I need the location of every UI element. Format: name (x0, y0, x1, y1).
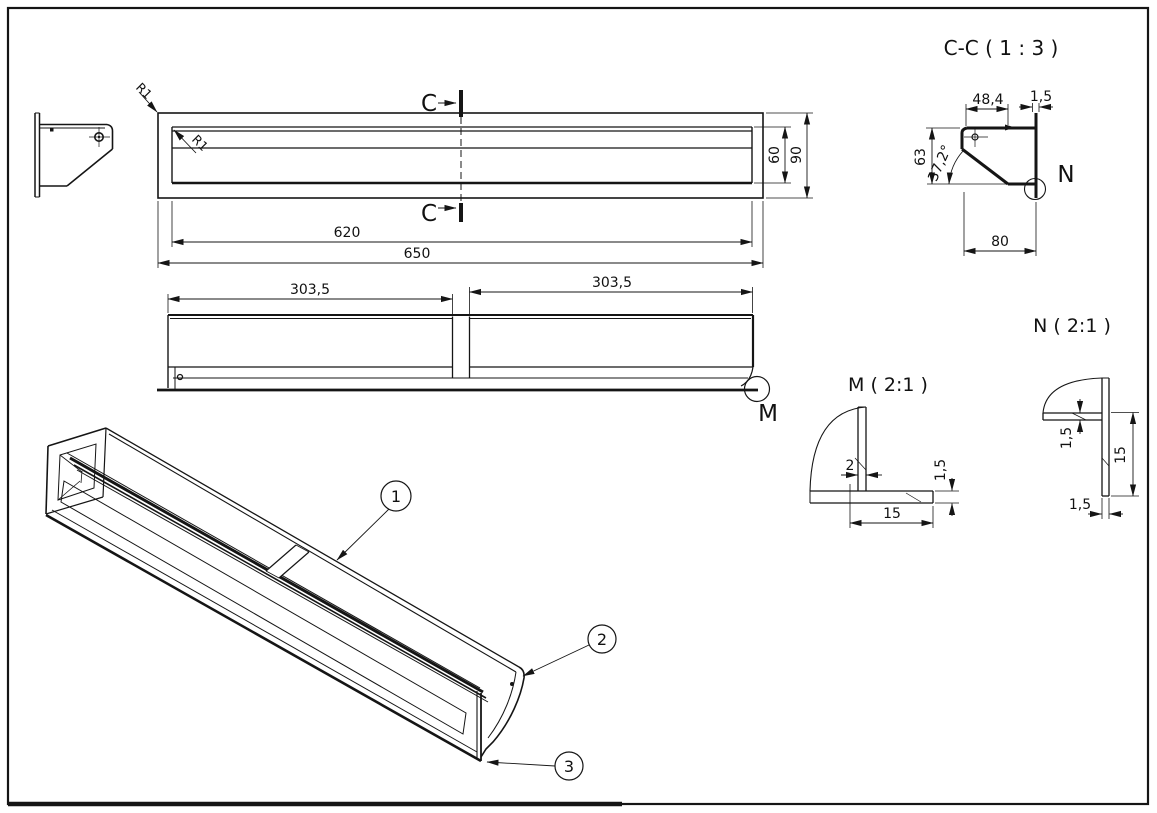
detail-n-view: N ( 2:1 ) 1,5 15 1,5 (1033, 315, 1139, 519)
dim-angle-37-2: 37,2° (925, 143, 964, 185)
radius-label-inner: R1 (189, 132, 211, 154)
end-cap-inner (487, 671, 517, 739)
balloon-2-number: 2 (597, 630, 607, 649)
detail-m-callout: M (743, 375, 778, 427)
end-cap-hole (510, 682, 514, 686)
sheet-border (6, 6, 1150, 807)
dim-1-5-m-label: 1,5 (933, 459, 949, 481)
balloon-2: 2 (522, 624, 617, 677)
dim-15-m: 15 (849, 484, 934, 528)
balloon-1: 1 (336, 480, 412, 561)
balloon-1-number: 1 (391, 487, 401, 506)
front-panel-frame (60, 480, 467, 735)
dim-60-label: 60 (767, 146, 783, 164)
dim-620: 620 (171, 201, 753, 247)
dim-303-5-right-label: 303,5 (592, 275, 632, 291)
dim-1-5-plate-label: 1,5 (1030, 89, 1052, 105)
hole-center-mark (964, 129, 988, 147)
dim-angle-label: 37,2° (925, 143, 955, 184)
section-cc-view: C-C ( 1 : 3 ) 48,4 1,5 63 (913, 36, 1075, 256)
detail-n-title: N ( 2:1 ) (1033, 315, 1111, 337)
edge-tick (50, 128, 54, 132)
centre-tab-iso (265, 544, 310, 579)
section-letter-top: C (421, 91, 437, 117)
radius-label-outer: R1 (133, 80, 155, 102)
dim-90-label: 90 (789, 146, 805, 164)
balloon-3: 3 (486, 751, 584, 781)
dim-63-label: 63 (913, 148, 929, 166)
flange-opening (57, 443, 97, 501)
dim-620-label: 620 (334, 225, 361, 241)
detail-m-view: M ( 2:1 ) 2 1,5 15 (809, 374, 959, 528)
end-cap-outline (480, 666, 525, 758)
dim-48-4: 48,4 (965, 92, 1009, 126)
dim-63: 63 (913, 127, 1010, 185)
break-arc (809, 406, 867, 492)
hole-center-mark (89, 127, 110, 147)
dim-2-label: 2 (846, 458, 855, 474)
edge-tick (1005, 124, 1015, 131)
dim-1-5-n-bottom-label: 1,5 (1069, 497, 1091, 513)
end-curl (740, 366, 754, 387)
detail-n-callout: N (1023, 162, 1075, 201)
section-letter-bottom: C (421, 201, 437, 227)
dim-48-4-label: 48,4 (972, 92, 1003, 108)
dim-1-5-n-top: 1,5 (1059, 399, 1084, 449)
iso-view: 1 2 3 (45, 427, 617, 781)
radius-callout-inner: R1 (173, 129, 211, 154)
dim-650-label: 650 (404, 246, 431, 262)
dim-80-label: 80 (991, 234, 1009, 250)
balloon-3-number: 3 (564, 757, 574, 776)
dim-90: 90 (766, 112, 813, 199)
front-view: C C R1 R1 620 650 60 (133, 80, 813, 268)
dim-60: 60 (754, 126, 791, 184)
dim-15-m-label: 15 (883, 506, 901, 522)
detail-m-letter: M (758, 401, 778, 427)
radius-callout-outer: R1 (133, 80, 158, 113)
dim-15-n: 15 (1111, 412, 1139, 497)
dim-1-5-plate: 1,5 (1019, 89, 1053, 112)
dim-15-n-label: 15 (1113, 446, 1129, 464)
side-view (34, 112, 114, 198)
bottom-view: 303,5 303,5 M (157, 275, 778, 427)
dim-1-5-m: 1,5 (933, 459, 959, 516)
rivet-hole (176, 373, 184, 381)
dim-2: 2 (841, 458, 882, 479)
dim-80: 80 (963, 192, 1037, 256)
dim-1-5-n-top-label: 1,5 (1059, 427, 1075, 449)
section-line-c: C C (421, 90, 463, 227)
break-arc (1042, 377, 1103, 414)
dim-303-5-left: 303,5 (167, 282, 453, 315)
section-cc-title: C-C ( 1 : 3 ) (944, 36, 1059, 60)
dim-303-5-left-label: 303,5 (290, 282, 330, 298)
dim-303-5-right: 303,5 (469, 275, 753, 315)
dim-1-5-n-bottom: 1,5 (1069, 497, 1123, 519)
detail-m-title: M ( 2:1 ) (848, 374, 928, 396)
centre-tab (451, 316, 471, 379)
dim-650: 650 (157, 201, 764, 268)
detail-n-letter: N (1057, 162, 1074, 188)
